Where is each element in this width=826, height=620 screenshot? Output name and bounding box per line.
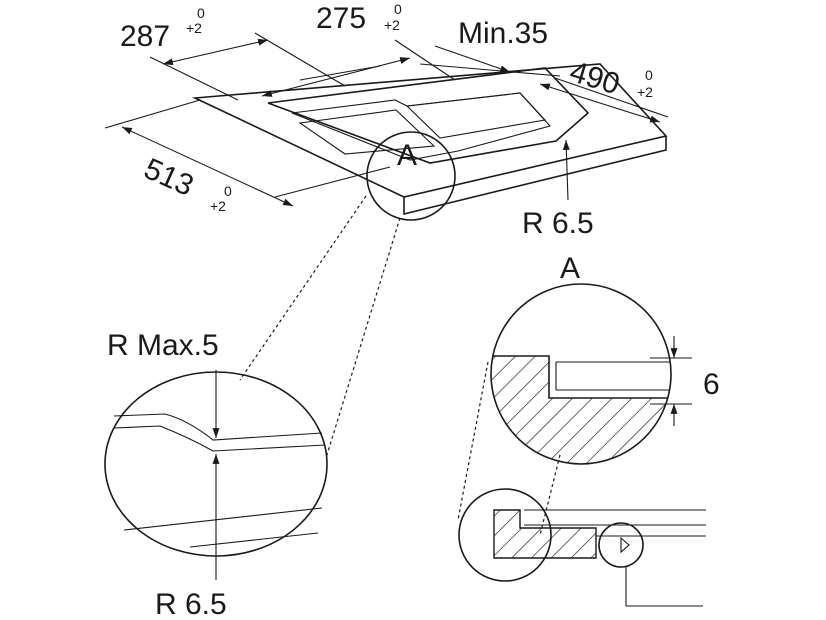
edge-detail-circle bbox=[598, 522, 644, 568]
corner-radius-detail bbox=[104, 370, 328, 580]
r65-bottom-label: R 6.5 bbox=[155, 588, 227, 620]
detail-a-connector-2 bbox=[539, 454, 561, 536]
dim-287-line bbox=[162, 38, 269, 66]
dim-513-label: 513 bbox=[139, 152, 198, 203]
cutout-inner-step bbox=[298, 109, 436, 155]
dim-513-tol-upper: 0 bbox=[224, 183, 232, 199]
cross-section-view bbox=[458, 488, 706, 607]
corner-edge-lower bbox=[113, 425, 326, 452]
dim-490-tol-upper: 0 bbox=[645, 67, 653, 83]
dim-min35-line bbox=[434, 45, 511, 73]
dim-275-leader bbox=[299, 65, 381, 81]
dim-490-line bbox=[539, 83, 661, 123]
dim-287-label: 287 bbox=[120, 20, 170, 53]
detail-a-connector-1 bbox=[457, 361, 489, 521]
corner-base-line-1 bbox=[123, 507, 323, 531]
cutout-outer bbox=[267, 67, 590, 164]
r-max5-label: R Max.5 bbox=[107, 329, 219, 362]
edge-leader bbox=[625, 567, 703, 607]
corner-base-line-2 bbox=[189, 532, 319, 548]
dim-513-tol-lower: +2 bbox=[210, 198, 226, 214]
dim-275-ext-right bbox=[394, 39, 456, 81]
dim-513-ext-right bbox=[274, 166, 391, 198]
dim-275-tol-lower: +2 bbox=[384, 17, 400, 33]
detail-a-section bbox=[490, 283, 692, 465]
detail-a-hatched-section bbox=[491, 355, 671, 464]
dim-6-label: 6 bbox=[703, 368, 720, 401]
dim-275-tol-upper: 0 bbox=[394, 1, 402, 17]
detail-connector-left-2 bbox=[325, 217, 401, 459]
dim-287-tol-lower: +2 bbox=[186, 20, 202, 36]
countertop-front-edge bbox=[403, 136, 667, 216]
detail-a-label: A bbox=[560, 252, 580, 285]
callout-a-label: A bbox=[397, 139, 417, 172]
r65-top-label: R 6.5 bbox=[522, 207, 594, 240]
detail-connector-left-1 bbox=[239, 195, 367, 381]
dim-275-label: 275 bbox=[316, 2, 366, 35]
dim-513-line bbox=[121, 126, 294, 207]
dim-490-tol-lower: +2 bbox=[637, 84, 653, 100]
dim-275-line bbox=[261, 57, 411, 97]
cutout-inner-right bbox=[405, 92, 547, 139]
corner-edge-upper bbox=[113, 413, 323, 441]
dim-min35-label: Min.35 bbox=[458, 17, 548, 50]
cross-section-hatched bbox=[493, 509, 597, 559]
edge-profile-mark bbox=[620, 536, 630, 554]
dim-513-ext-left bbox=[104, 99, 201, 129]
callout-a-circle bbox=[366, 131, 456, 221]
r65-top-leader bbox=[562, 139, 570, 201]
dim-287-tol-upper: 0 bbox=[197, 5, 205, 21]
countertop-view bbox=[104, 32, 669, 221]
dim-min35-ext bbox=[419, 63, 561, 77]
